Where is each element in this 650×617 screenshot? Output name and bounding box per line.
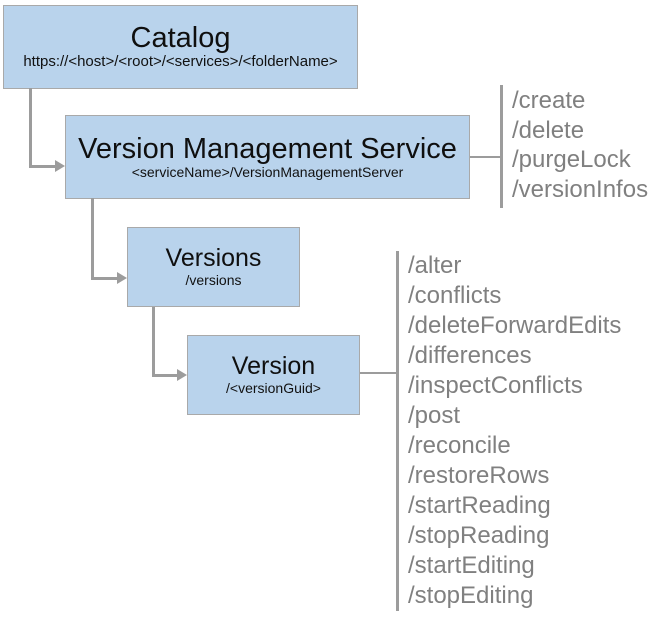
endpoint-item[interactable]: /alter (408, 252, 462, 279)
node-versions[interactable]: Versions /versions (127, 227, 300, 307)
connector-vms-to-endpoints-stub (470, 156, 501, 158)
node-version-management-service[interactable]: Version Management Service <serviceName>… (65, 115, 470, 199)
node-catalog-subtitle: https://<host>/<root>/<services>/<folder… (23, 53, 338, 71)
node-version-management-service-title: Version Management Service (78, 132, 457, 165)
node-version-title: Version (231, 352, 316, 381)
endpoint-item[interactable]: /stopEditing (408, 582, 534, 609)
endpoint-item[interactable]: /stopReading (408, 522, 550, 549)
connector-catalog-to-vms-vertical (29, 88, 32, 168)
endpoint-item[interactable]: /versionInfos (512, 175, 649, 203)
node-version-management-service-subtitle: <serviceName>/VersionManagementServer (131, 164, 404, 181)
endpoint-item[interactable]: /purgeLock (512, 146, 631, 173)
connector-version-to-endpoints-stub (360, 372, 397, 374)
endpoint-list-version-management-service: /create /delete /purgeLock /versionInfos (512, 86, 648, 204)
arrow-head-icon-versions-to-version (177, 369, 187, 381)
node-catalog[interactable]: Catalog https://<host>/<root>/<services>… (3, 5, 358, 89)
node-version-subtitle: /<versionGuid> (226, 380, 321, 397)
node-versions-title: Versions (165, 244, 262, 273)
bracket-version-endpoints (396, 251, 399, 611)
endpoint-item[interactable]: /conflicts (408, 282, 502, 309)
arrow-head-icon-catalog-to-vms (55, 160, 65, 172)
endpoint-item[interactable]: /deleteForwardEdits (408, 312, 622, 339)
endpoint-item[interactable]: /restoreRows (408, 462, 550, 489)
endpoint-item[interactable]: /post (408, 402, 461, 429)
endpoint-item[interactable]: /startReading (408, 492, 551, 519)
connector-vms-to-versions-horizontal (91, 277, 119, 280)
bracket-vms-endpoints (500, 85, 503, 208)
node-catalog-title: Catalog (130, 22, 231, 55)
connector-catalog-to-vms-horizontal (29, 165, 57, 168)
endpoint-item[interactable]: /create (512, 87, 586, 114)
node-versions-subtitle: /versions (185, 272, 242, 289)
connector-vms-to-versions-vertical (91, 198, 94, 280)
endpoint-item[interactable]: /differences (408, 342, 532, 369)
endpoint-list-version: /alter /conflicts /deleteForwardEdits /d… (408, 251, 621, 611)
arrow-head-icon-vms-to-versions (117, 272, 127, 284)
endpoint-item[interactable]: /reconcile (408, 432, 511, 459)
endpoint-item[interactable]: /delete (512, 116, 585, 144)
endpoint-item[interactable]: /startEditing (408, 552, 535, 579)
endpoint-item[interactable]: /inspectConflicts (408, 372, 583, 399)
connector-versions-to-version-vertical (152, 307, 155, 377)
node-version[interactable]: Version /<versionGuid> (187, 335, 360, 415)
connector-versions-to-version-horizontal (152, 374, 179, 377)
